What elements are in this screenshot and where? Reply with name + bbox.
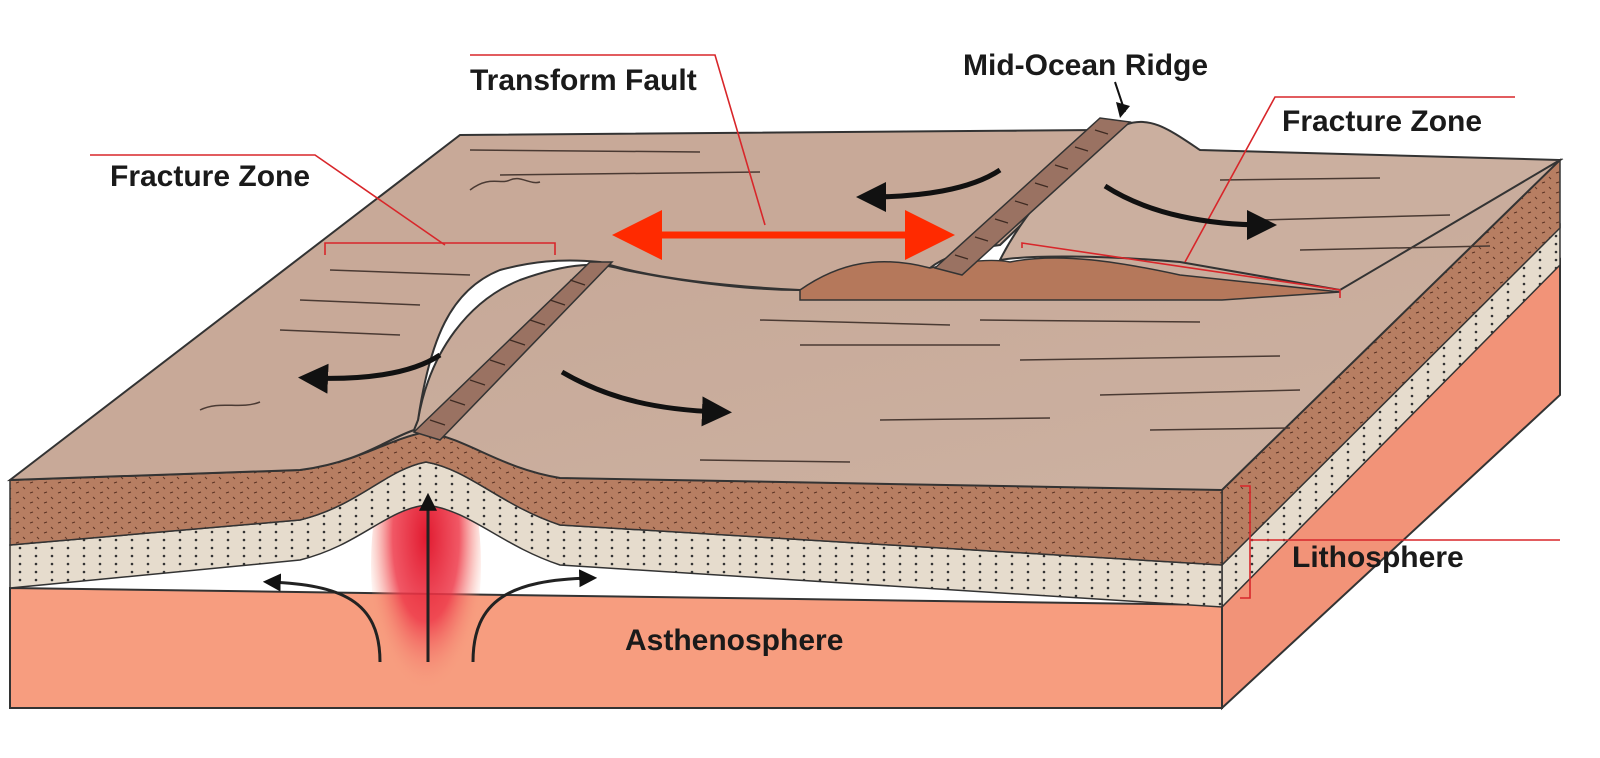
rift-valley-back-hatching [954, 129, 1109, 260]
plate-motion-arrows [298, 167, 1277, 427]
label-lithosphere: Lithosphere [1292, 541, 1464, 574]
rift-valley-back [933, 117, 1132, 276]
convection-arrows [262, 492, 598, 663]
bracket-lithosphere [1240, 485, 1251, 599]
leader-lines [90, 54, 1560, 599]
label-fracture-zone-left: Fracture Zone [110, 160, 310, 193]
label-transform-fault: Transform Fault [470, 64, 697, 97]
arrow-convection-left [262, 573, 382, 663]
bracket-fracture-zone-right [1021, 242, 1341, 298]
leader-transform-fault [470, 54, 766, 226]
mid-ocean-ridge-pointer [1114, 81, 1130, 118]
transform-fault-arrow [612, 210, 955, 260]
arrow-left-plate [298, 352, 442, 394]
label-mid-ocean-ridge: Mid-Ocean Ridge [963, 49, 1208, 82]
arrow-front-right-plate [560, 369, 732, 427]
leader-fracture-zone-left [90, 154, 446, 246]
arrow-back-left-plate [856, 167, 1002, 212]
label-asthenosphere: Asthenosphere [625, 624, 843, 657]
label-fracture-zone-right: Fracture Zone [1282, 105, 1482, 138]
arrow-convection-right [471, 569, 598, 663]
leader-fracture-zone-right [1184, 96, 1515, 263]
rift-valley-front [412, 261, 614, 441]
surface-texture [199, 149, 1491, 463]
asthenosphere-front-face [9, 586, 1223, 709]
arrow-back-right-plate [1103, 183, 1277, 240]
rift-valley-front-hatching [429, 279, 586, 426]
bracket-fracture-zone-left [324, 242, 556, 255]
